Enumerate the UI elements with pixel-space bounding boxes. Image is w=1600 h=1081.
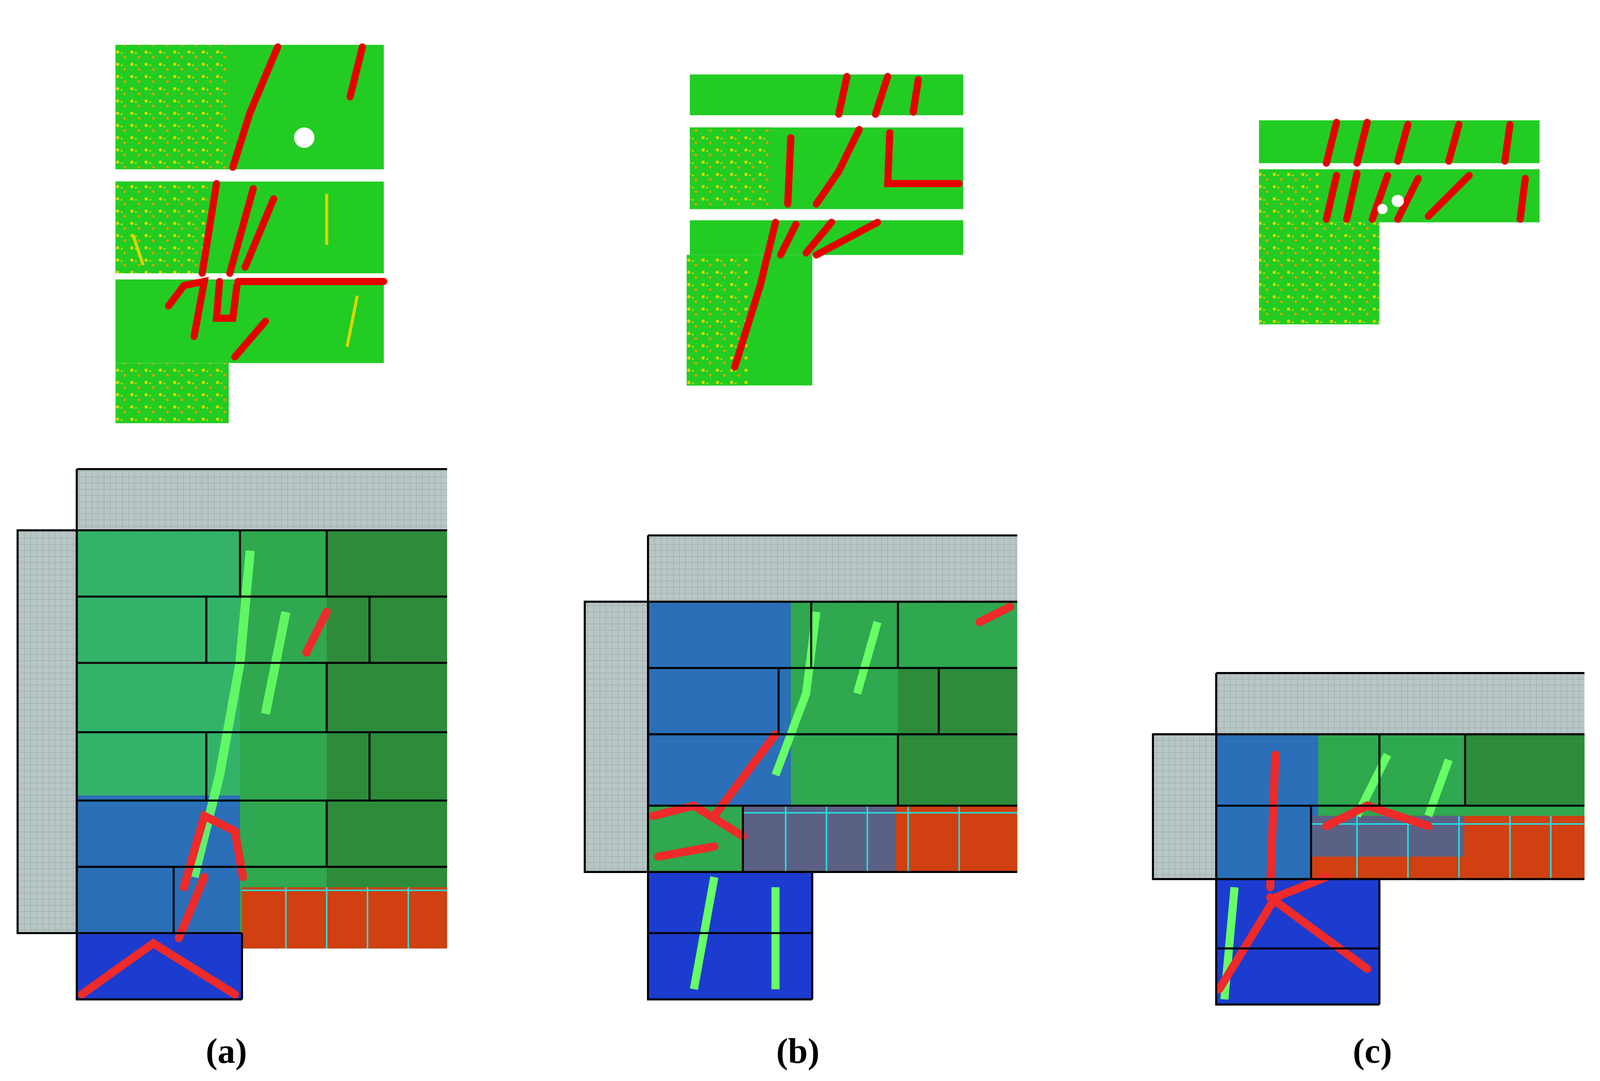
panel-label: (c) — [1352, 1030, 1392, 1072]
experiment-c — [1259, 120, 1540, 325]
panel-label: (b) — [776, 1030, 820, 1072]
simulation-c — [1153, 673, 1585, 1005]
experiment-b — [686, 74, 964, 386]
simulation-b — [584, 535, 1018, 1000]
experiment-a — [115, 44, 384, 424]
simulation-a — [17, 469, 448, 1000]
panel-label: (a) — [205, 1030, 248, 1072]
